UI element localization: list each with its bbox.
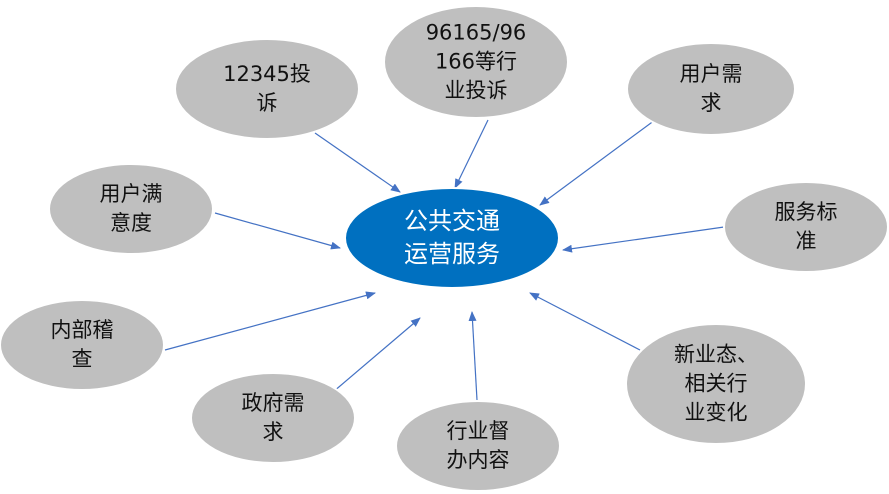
label-line: 166等行 xyxy=(434,49,518,74)
label-line: 用户需 xyxy=(679,62,743,86)
node-label-industry-supervision: 行业督办内容 xyxy=(447,417,510,475)
label-line: 政府需 xyxy=(241,391,305,415)
arrow-industry-supervision-to-center xyxy=(468,311,478,401)
label-line: 求 xyxy=(262,420,284,444)
node-label-user-satisfaction: 用户满意度 xyxy=(100,180,163,238)
label-line: 内部稽 xyxy=(50,318,114,342)
arrow-n96165-to-center xyxy=(454,119,489,189)
label-line: 公共交通 xyxy=(404,207,500,235)
label-line: 12345投 xyxy=(223,62,311,86)
arrow-user-demand-to-center xyxy=(539,119,656,206)
label-line: 行业督 xyxy=(446,419,510,443)
label-line: 96165/96 xyxy=(425,20,527,45)
node-label-n96165: 96165/96 166等行业投诉 xyxy=(426,19,527,106)
arrow-n12345-to-center xyxy=(314,132,401,193)
node-shape-service-standard xyxy=(723,181,889,273)
label-line: 办内容 xyxy=(446,448,510,472)
node-label-internal-audit: 内部稽查 xyxy=(51,316,114,374)
node-label-service-standard: 服务标准 xyxy=(775,198,838,256)
label-line: 查 xyxy=(71,347,93,371)
node-label-new-business: 新业态、相关行业变化 xyxy=(674,341,758,428)
label-line: 用户满 xyxy=(99,182,163,206)
label-line: 求 xyxy=(700,91,722,115)
center-node-shape xyxy=(344,187,560,289)
node-shape-new-business xyxy=(625,323,807,445)
label-line: 服务标 xyxy=(774,200,838,224)
node-shape-industry-supervision xyxy=(395,400,561,492)
node-shape-user-satisfaction xyxy=(48,163,214,255)
label-line: 业变化 xyxy=(684,400,748,425)
label-line: 相关行 xyxy=(684,371,748,396)
arrow-user-satisfaction-to-center xyxy=(214,212,341,250)
node-label-gov-demand: 政府需求 xyxy=(242,389,305,447)
node-shape-internal-audit xyxy=(0,299,165,391)
node-shape-n12345 xyxy=(174,38,360,140)
node-shape-user-demand xyxy=(626,42,796,136)
label-line: 诉 xyxy=(256,91,278,115)
label-line: 准 xyxy=(795,229,817,253)
node-label-user-demand: 用户需求 xyxy=(680,60,743,118)
label-line: 新业态、 xyxy=(674,342,758,367)
node-label-n12345: 12345投诉 xyxy=(223,60,311,118)
label-line: 业投诉 xyxy=(444,78,508,103)
center-node-label: 公共交通运营服务 xyxy=(404,205,500,271)
arrow-internal-audit-to-center xyxy=(164,291,376,351)
arrow-new-business-to-center xyxy=(529,292,641,351)
label-line: 意度 xyxy=(110,211,152,235)
arrow-service-standard-to-center xyxy=(562,226,725,253)
node-shape-n96165 xyxy=(383,5,569,119)
label-line: 运营服务 xyxy=(404,240,500,268)
arrow-gov-demand-to-center xyxy=(332,317,421,393)
node-shape-gov-demand xyxy=(190,372,356,464)
